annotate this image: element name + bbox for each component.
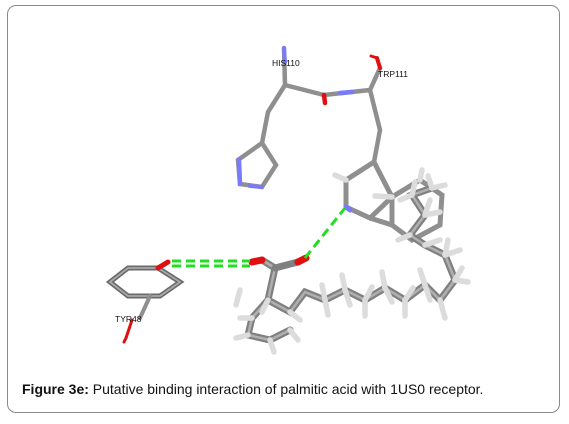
figure-caption: Figure 3e: Putative binding interaction … — [22, 381, 483, 397]
tyr48-residue — [105, 259, 185, 344]
tyr48-label: TYR48 — [115, 314, 142, 324]
hydrogen-bonds — [172, 207, 347, 268]
his110-label: HIS110 — [272, 58, 300, 68]
his-trp-backbone — [235, 45, 445, 243]
trp111-label: TRP111 — [378, 69, 408, 79]
hydrogen-atoms — [233, 167, 471, 355]
caption-text: Putative binding interaction of palmitic… — [88, 381, 484, 397]
caption-label: Figure 3e: — [22, 381, 89, 397]
